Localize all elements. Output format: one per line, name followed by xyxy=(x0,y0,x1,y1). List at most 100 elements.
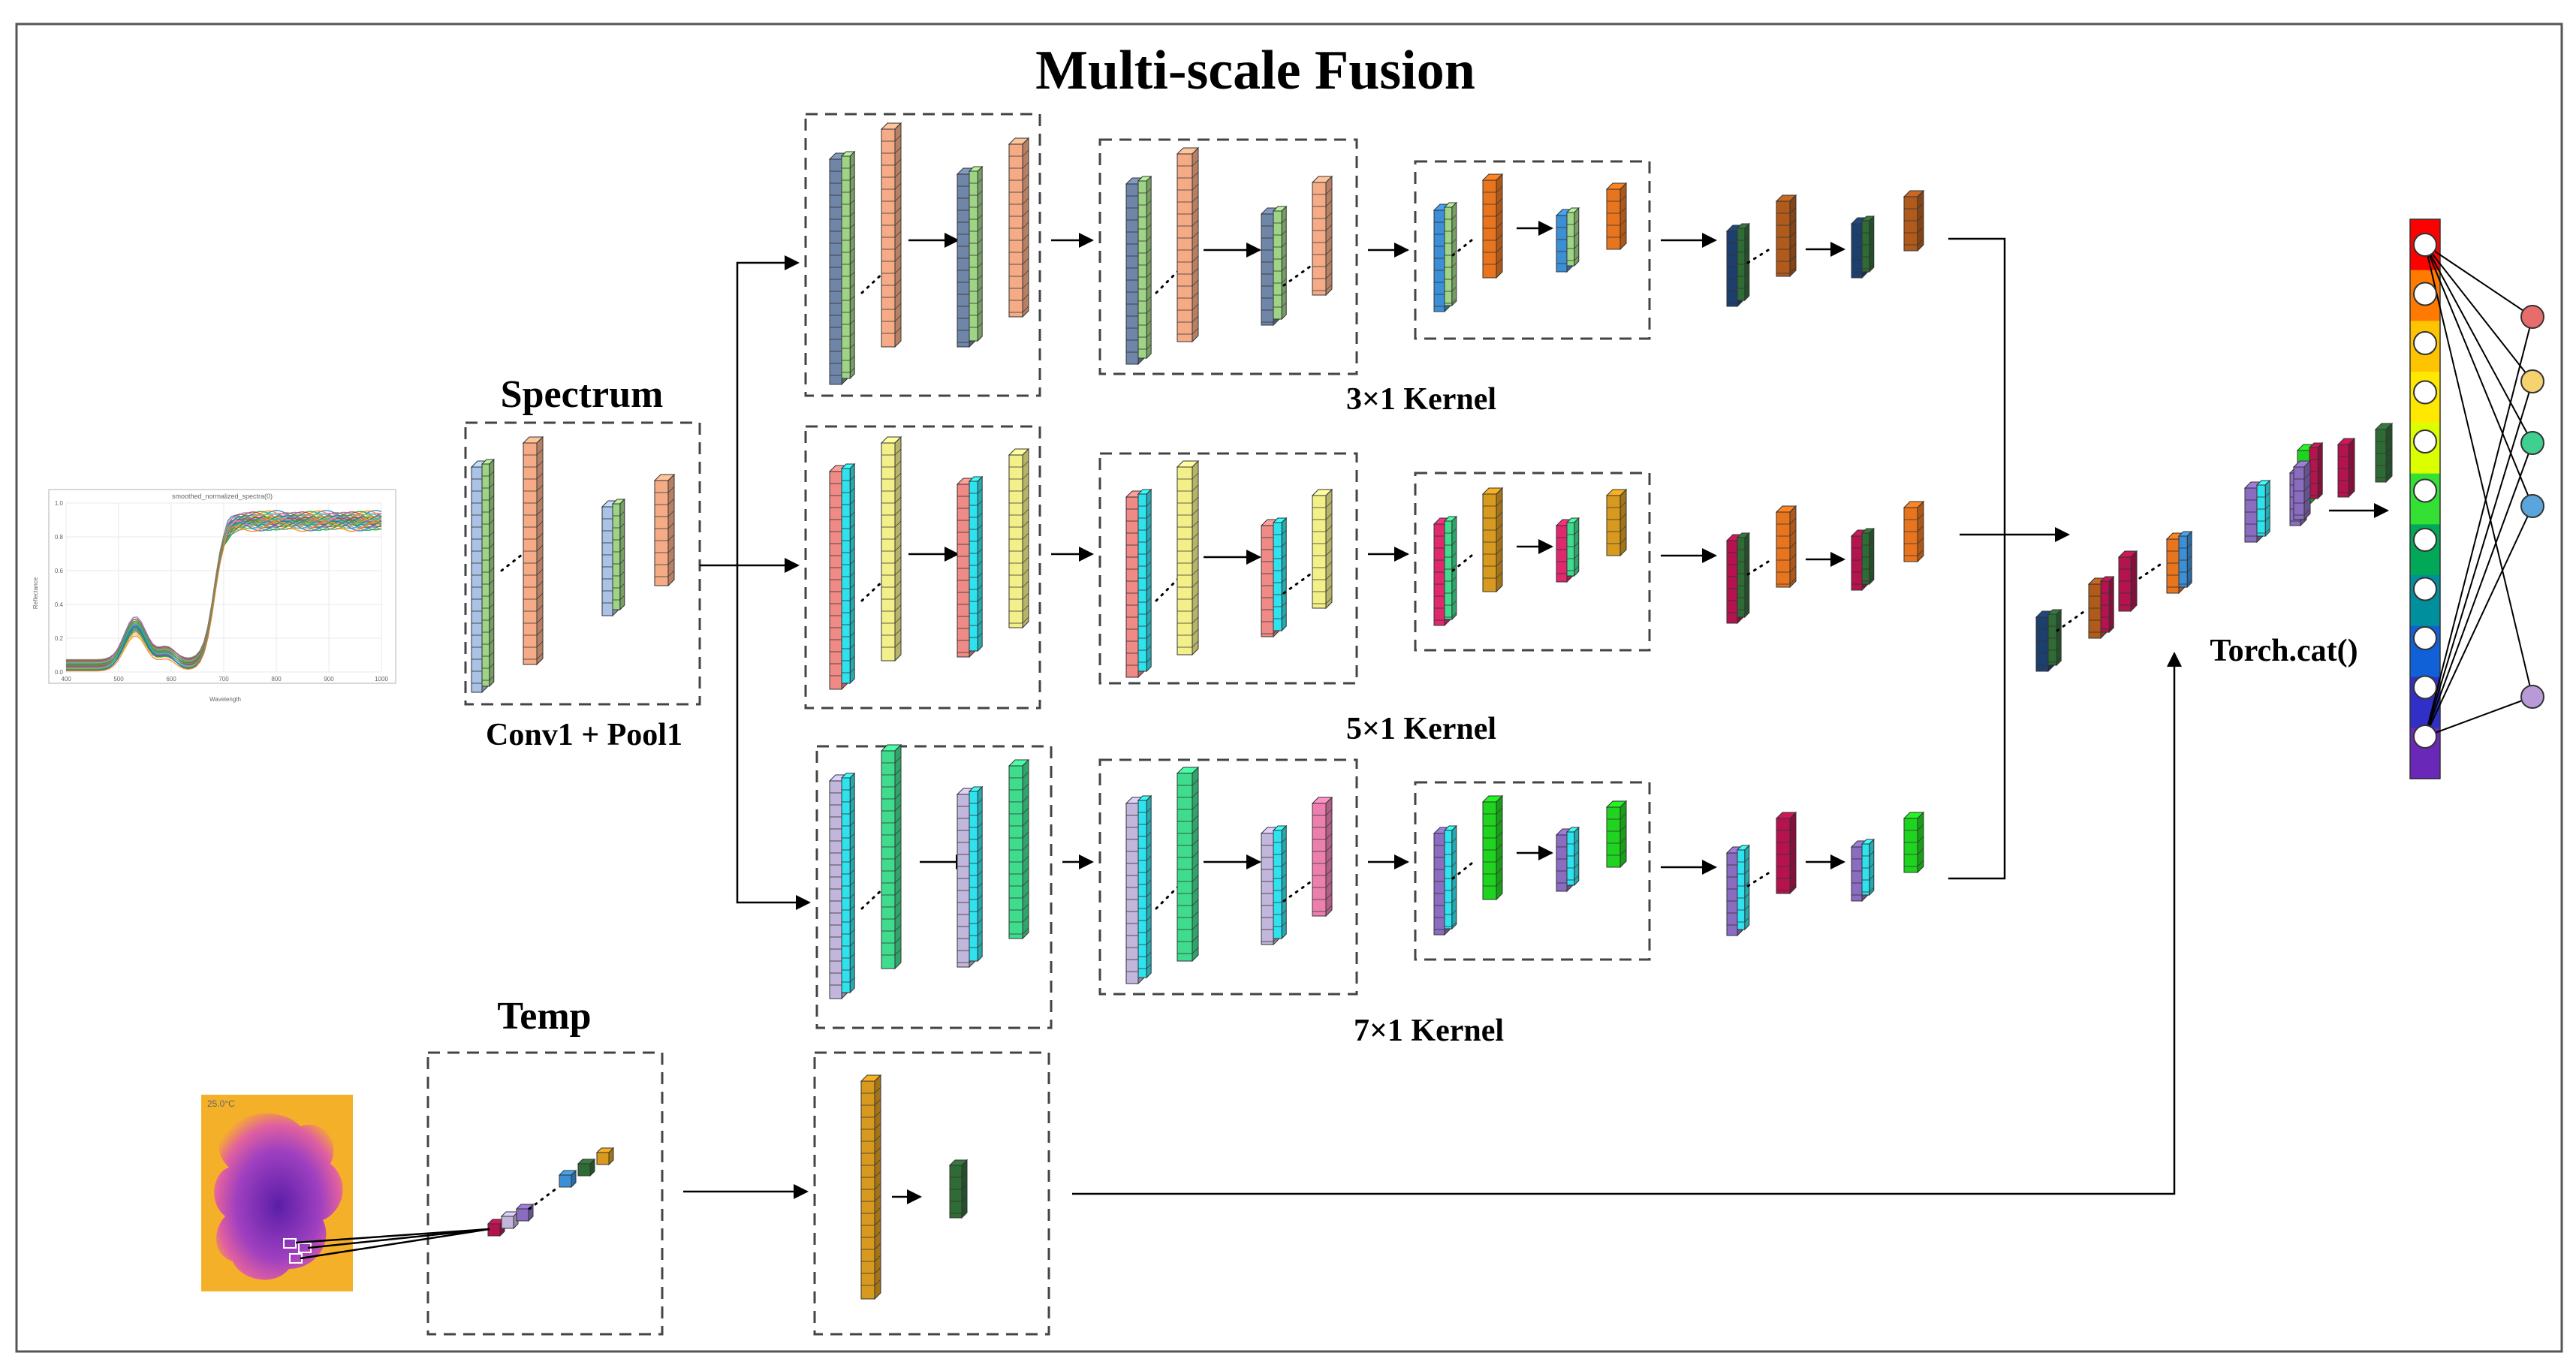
feature-map xyxy=(840,772,856,994)
ellipsis-dots xyxy=(1282,265,1312,287)
feature-map xyxy=(522,435,544,666)
feature-map xyxy=(1860,527,1876,586)
fc-edge xyxy=(2424,244,2533,444)
outer-frame xyxy=(15,23,2563,1353)
spectrum-plot-lines xyxy=(66,510,382,672)
feature-map xyxy=(948,1159,969,1219)
feature-map xyxy=(1775,811,1797,895)
y-tick-label: 0.4 xyxy=(55,601,64,608)
roi-box xyxy=(283,1238,297,1249)
ellipsis-dots xyxy=(860,577,887,602)
fully-connected-layer xyxy=(2409,218,2544,779)
feature-map xyxy=(2255,479,2271,538)
feature-map xyxy=(860,1074,882,1300)
fc-edge xyxy=(2424,244,2533,698)
thermal-image: 25.0°C xyxy=(201,1095,353,1291)
ellipsis-dots xyxy=(1282,881,1312,902)
layer-box xyxy=(804,425,1041,710)
feature-map xyxy=(1137,488,1152,673)
x-tick-label: 700 xyxy=(218,676,229,682)
feature-map xyxy=(1137,794,1152,979)
y-tick-label: 0.8 xyxy=(55,534,64,541)
dashed-boxes xyxy=(426,113,1651,1336)
feature-map xyxy=(2047,608,2062,667)
feature-map xyxy=(968,785,984,963)
layer-box xyxy=(1414,472,1651,652)
feature-map xyxy=(481,458,496,688)
feature-map xyxy=(880,122,902,348)
fc-node xyxy=(2413,626,2437,650)
kernel5-label: 5×1 Kernel xyxy=(1346,712,1496,746)
feature-map xyxy=(1565,517,1580,577)
feature-map xyxy=(1775,505,1797,589)
fc-node xyxy=(2413,675,2437,700)
layer-box xyxy=(464,421,701,706)
layer-box xyxy=(804,113,1041,397)
feature-map xyxy=(595,1147,615,1166)
feature-map xyxy=(558,1169,577,1189)
feature-map xyxy=(1736,844,1751,931)
connector-path xyxy=(736,565,811,910)
spectrum-plot-xlabel: Wavelength xyxy=(209,696,241,703)
feature-map xyxy=(1481,487,1504,593)
fc-node xyxy=(2413,233,2437,257)
feature-map xyxy=(1311,175,1333,297)
feature-map xyxy=(1605,488,1628,557)
feature-map xyxy=(1605,800,1628,869)
feature-map xyxy=(968,165,984,342)
temp-label: Temp xyxy=(497,995,591,1038)
fc-edge xyxy=(2424,316,2533,737)
feature-map xyxy=(515,1203,535,1222)
layer-box xyxy=(426,1051,664,1336)
concat-label: Torch.cat() xyxy=(2210,634,2358,668)
layer-box xyxy=(1414,160,1651,340)
ellipsis-dots xyxy=(1282,573,1312,595)
kernel7-label: 7×1 Kernel xyxy=(1354,1014,1504,1048)
ellipsis-dots xyxy=(528,1185,561,1210)
connectors xyxy=(683,221,2389,1204)
feature-map xyxy=(1311,796,1333,918)
feature-map xyxy=(1775,194,1797,278)
feature-map xyxy=(1443,515,1458,621)
x-tick-label: 900 xyxy=(324,676,334,682)
layer-box xyxy=(1414,781,1651,961)
feature-map xyxy=(840,463,856,685)
x-tick-label: 1000 xyxy=(375,676,388,682)
ellipsis-dots xyxy=(1746,246,1773,264)
feature-map xyxy=(1008,758,1030,940)
feature-map xyxy=(880,435,902,662)
feature-map xyxy=(1903,500,1925,563)
fc-edge xyxy=(2424,696,2533,737)
ellipsis-dots xyxy=(860,269,887,294)
output-node xyxy=(2520,431,2544,455)
output-node xyxy=(2520,369,2544,393)
feature-map xyxy=(2374,422,2394,484)
feature-map xyxy=(1605,182,1628,251)
y-tick-label: 0.6 xyxy=(55,568,64,574)
feature-map xyxy=(500,1210,520,1230)
feature-map xyxy=(1176,146,1200,343)
fc-edge xyxy=(2424,505,2533,737)
fc-edge xyxy=(2424,244,2533,507)
conv-pool-label: Conv1 + Pool1 xyxy=(486,718,682,752)
ellipsis-dots xyxy=(1746,558,1773,576)
feature-map xyxy=(1176,766,1200,963)
roi-ray xyxy=(295,1228,490,1244)
feature-map xyxy=(1481,794,1504,901)
fc-bar-frame xyxy=(2409,218,2441,779)
output-node xyxy=(2520,494,2544,518)
feature-map xyxy=(2099,575,2115,634)
feature-map xyxy=(611,498,626,611)
roi-ray xyxy=(307,1228,490,1249)
fc-edge xyxy=(2424,244,2533,318)
layer-box xyxy=(813,1051,1050,1336)
fc-node xyxy=(2413,380,2437,405)
y-tick-label: 0.2 xyxy=(55,635,64,642)
fc-node xyxy=(2413,478,2437,503)
feature-map xyxy=(1903,189,1925,252)
thermal-overlay-text: 25.0°C xyxy=(207,1098,235,1109)
fc-edge xyxy=(2424,244,2533,382)
